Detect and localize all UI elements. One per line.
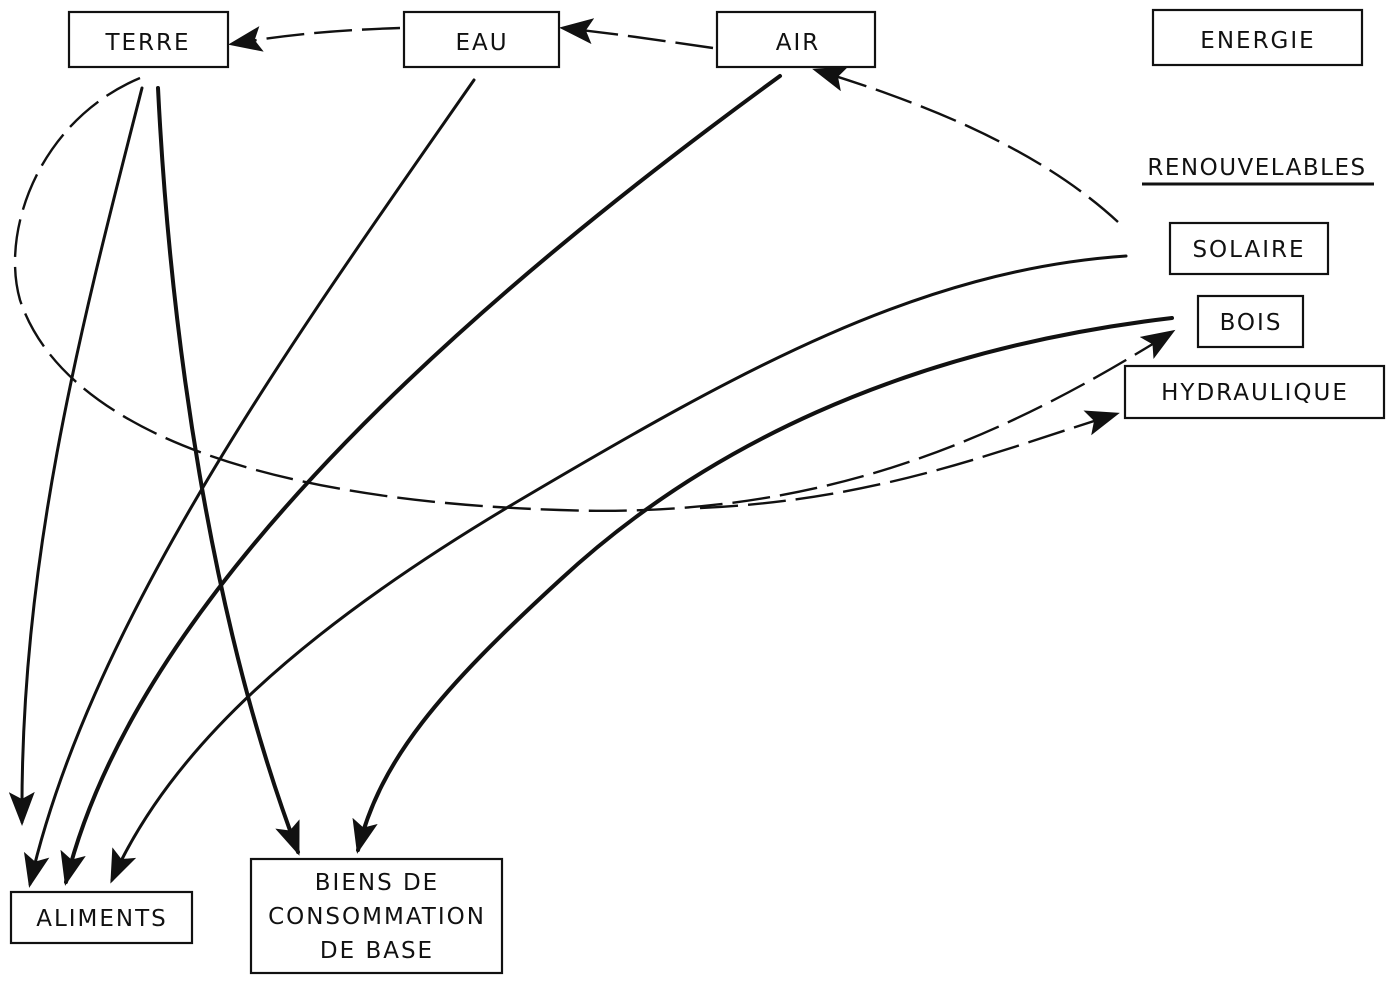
edge-air-to-aliments <box>60 74 782 886</box>
node-eau-label: EAU <box>455 30 508 56</box>
node-eau: EAU <box>402 10 561 69</box>
edge-terre-to-biens <box>156 86 300 856</box>
node-biens-label-line1: BIENS DE <box>315 870 439 896</box>
node-terre: TERRE <box>67 10 230 69</box>
heading-renouvelables-label: RENOUVELABLES <box>1147 155 1366 181</box>
node-aliments-label: ALIMENTS <box>36 906 168 932</box>
edge-bois-to-biens <box>352 316 1174 854</box>
node-hydraulique: HYDRAULIQUE <box>1123 364 1386 420</box>
node-energie: ENERGIE <box>1151 8 1364 67</box>
edge-terre-to-aliments <box>8 86 144 826</box>
node-solaire-label: SOLAIRE <box>1192 237 1305 263</box>
node-air-label: AIR <box>776 30 821 56</box>
edge-solaire-to-air <box>812 66 1119 223</box>
node-bois: BOIS <box>1196 294 1305 349</box>
node-solaire: SOLAIRE <box>1168 221 1330 276</box>
node-aliments: ALIMENTS <box>9 890 194 945</box>
edge-air-to-eau <box>559 18 714 50</box>
edge-eau-to-terre <box>228 26 401 52</box>
node-biens: BIENS DE CONSOMMATION DE BASE <box>249 857 504 975</box>
edge-eau-to-aliments <box>23 78 476 888</box>
edge-terre-to-bois <box>13 76 1176 512</box>
node-biens-label-line3: DE BASE <box>320 938 434 964</box>
edge-solaire-to-aliments <box>110 254 1128 884</box>
node-biens-label-line2: CONSOMMATION <box>268 904 486 930</box>
node-hydraulique-label: HYDRAULIQUE <box>1161 380 1349 406</box>
node-bois-label: BOIS <box>1220 310 1283 336</box>
node-energie-label: ENERGIE <box>1200 28 1315 54</box>
node-air: AIR <box>715 10 877 69</box>
heading-renouvelables: RENOUVELABLES <box>1142 155 1374 186</box>
node-terre-label: TERRE <box>104 30 190 56</box>
edge-terre-to-hydraulique <box>699 410 1120 510</box>
